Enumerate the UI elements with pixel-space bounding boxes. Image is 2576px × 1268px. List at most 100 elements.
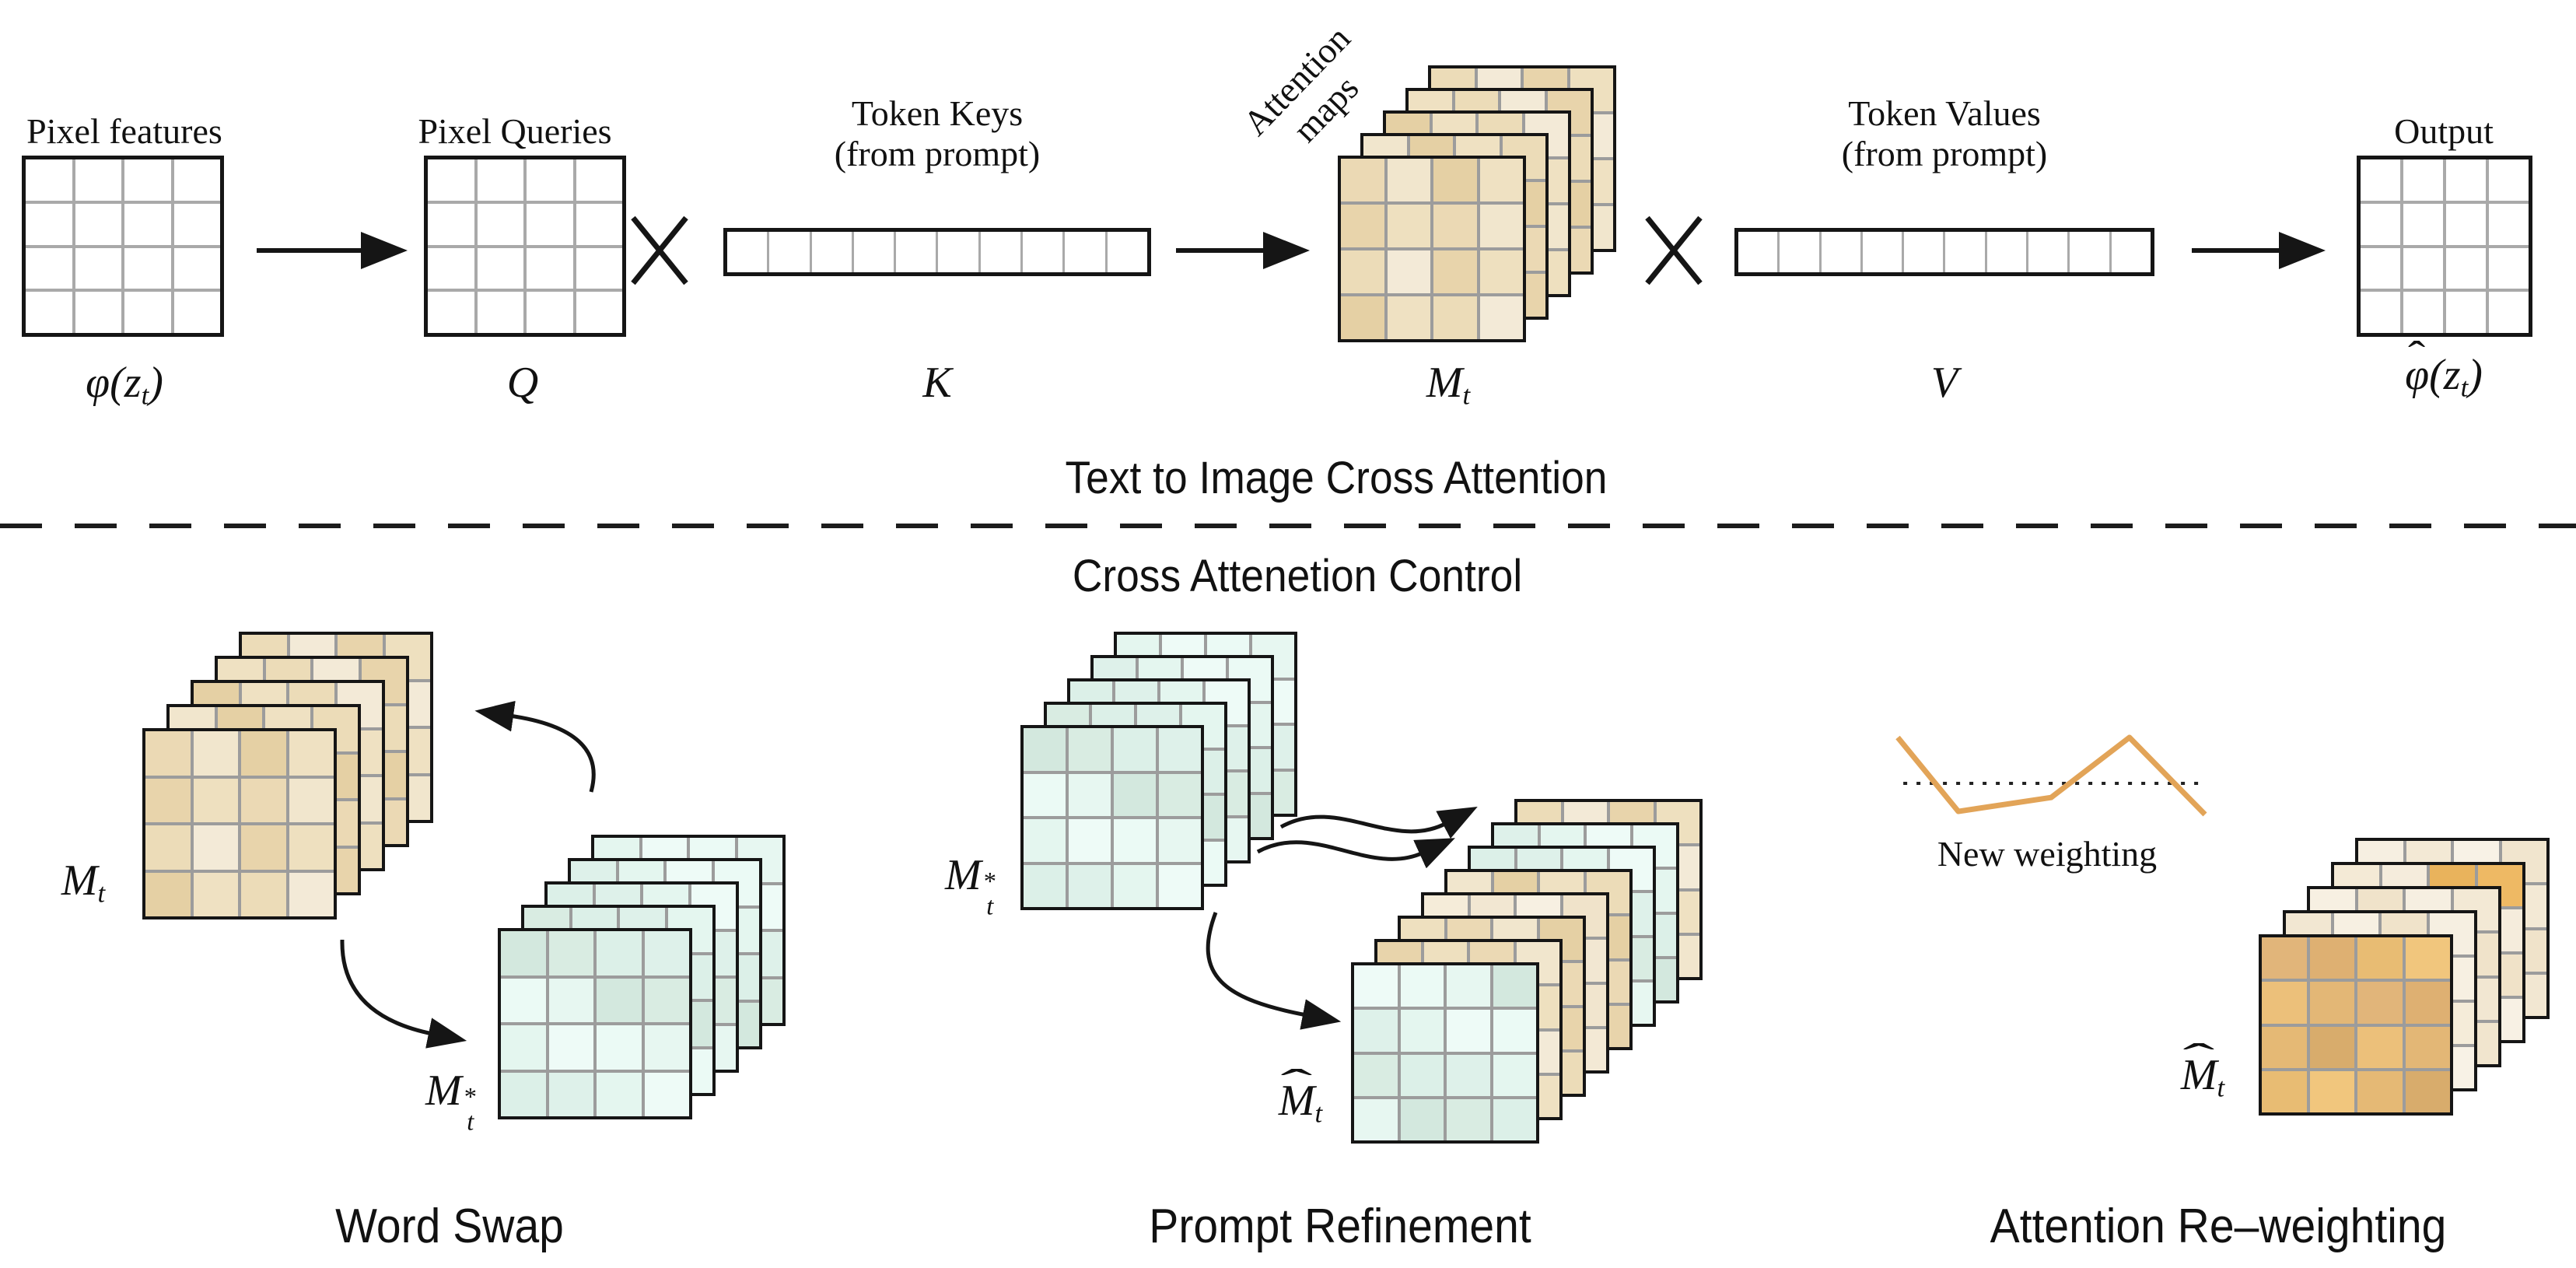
word-swap-target-stack	[498, 835, 786, 1119]
map-cell	[501, 1025, 546, 1070]
map-cell	[145, 872, 191, 916]
grid-cell	[769, 232, 810, 272]
map-cell	[2405, 1026, 2450, 1068]
map-cell	[1493, 1054, 1536, 1096]
map-cell	[644, 1072, 689, 1116]
map-cell	[644, 931, 689, 976]
grid-cell	[1023, 232, 1063, 272]
refinement-source-stack	[1020, 632, 1297, 910]
grid-cell	[938, 232, 978, 272]
map-cell	[2357, 1070, 2403, 1112]
map-cell	[1354, 1054, 1398, 1096]
map-cell	[1354, 1010, 1398, 1052]
grid-cell	[2361, 203, 2400, 245]
map-cell	[2262, 982, 2307, 1024]
map-cell	[597, 1025, 642, 1070]
grid-cell	[576, 203, 622, 245]
grid-cell	[75, 159, 121, 201]
grid-cell	[173, 203, 220, 245]
grid-cell	[1945, 232, 1985, 272]
k-symbol: K	[922, 359, 952, 407]
dashed-divider	[0, 524, 2576, 528]
token-keys-label: Token Keys (from prompt)	[834, 93, 1041, 173]
map-cell	[1341, 250, 1384, 293]
map-cell	[1024, 864, 1066, 907]
map-cell	[548, 1025, 593, 1070]
stack-layer	[142, 728, 337, 919]
map-cell	[193, 872, 238, 916]
token-values-row	[1734, 228, 2154, 276]
prompt-refinement-title: Prompt Refinement	[1149, 1200, 1531, 1253]
grid-cell	[1904, 232, 1944, 272]
map-cell	[2309, 982, 2354, 1024]
pixel-queries-label: Pixel Queries	[418, 111, 612, 151]
word-swap-mt-star-symbol: M*t	[425, 1067, 477, 1137]
map-cell	[1493, 1098, 1536, 1140]
map-cell	[597, 1072, 642, 1116]
grid-cell	[527, 292, 573, 333]
pixel-features-grid	[22, 156, 224, 337]
new-weighting-line	[1895, 734, 2207, 817]
token-values-label: Token Values (from prompt)	[1841, 93, 2048, 173]
word-swap-title: Word Swap	[335, 1200, 564, 1253]
stack-layer	[1351, 962, 1539, 1144]
grid-cell	[2489, 247, 2529, 289]
map-cell	[2405, 1070, 2450, 1112]
new-weighting-chart	[1895, 734, 2207, 817]
map-cell	[241, 872, 286, 916]
map-cell	[1433, 296, 1477, 339]
map-cell	[1387, 159, 1430, 201]
map-cell	[289, 872, 334, 916]
map-cell	[1387, 250, 1430, 293]
map-cell	[2262, 1070, 2307, 1112]
v-symbol: V	[1930, 359, 1958, 407]
grid-cell	[75, 292, 121, 333]
grid-cell	[173, 247, 220, 289]
map-cell	[2262, 1026, 2307, 1068]
map-cell	[644, 1025, 689, 1070]
grid-cell	[428, 292, 474, 333]
map-cell	[1400, 1098, 1444, 1140]
grid-cell	[75, 203, 121, 245]
map-cell	[2262, 937, 2307, 979]
grid-cell	[428, 159, 474, 201]
grid-cell	[2446, 247, 2486, 289]
grid-cell	[727, 232, 768, 272]
grid-cell	[811, 232, 852, 272]
map-cell	[1069, 819, 1111, 862]
grid-cell	[527, 247, 573, 289]
map-cell	[2357, 1026, 2403, 1068]
map-cell	[1024, 773, 1066, 816]
map-cell	[2405, 982, 2450, 1024]
reweighting-result-stack	[2259, 838, 2550, 1116]
map-cell	[241, 731, 286, 776]
map-cell	[1341, 296, 1384, 339]
grid-cell	[428, 203, 474, 245]
times-icon	[627, 212, 692, 289]
grid-cell	[26, 203, 72, 245]
grid-cell	[2361, 159, 2400, 201]
grid-cell	[1738, 232, 1778, 272]
control-section-title: Cross Attenetion Control	[1072, 551, 1523, 601]
grid-cell	[477, 159, 523, 201]
map-cell	[193, 825, 238, 870]
grid-cell	[527, 203, 573, 245]
map-cell	[1069, 864, 1111, 907]
map-cell	[2309, 1026, 2354, 1068]
map-cell	[1341, 205, 1384, 247]
grid-cell	[2111, 232, 2151, 272]
grid-cell	[576, 159, 622, 201]
grid-cell	[576, 292, 622, 333]
stack-layer	[2259, 934, 2453, 1116]
swap-up-arrow-icon	[474, 700, 596, 793]
refinement-mt-star-symbol: M*t	[945, 851, 996, 921]
grid-cell	[527, 159, 573, 201]
grid-cell	[2070, 232, 2109, 272]
map-cell	[1433, 159, 1477, 201]
q-symbol: Q	[506, 359, 539, 407]
times-icon	[1641, 212, 1706, 289]
grid-cell	[2361, 292, 2400, 333]
grid-cell	[75, 247, 121, 289]
map-cell	[644, 978, 689, 1022]
